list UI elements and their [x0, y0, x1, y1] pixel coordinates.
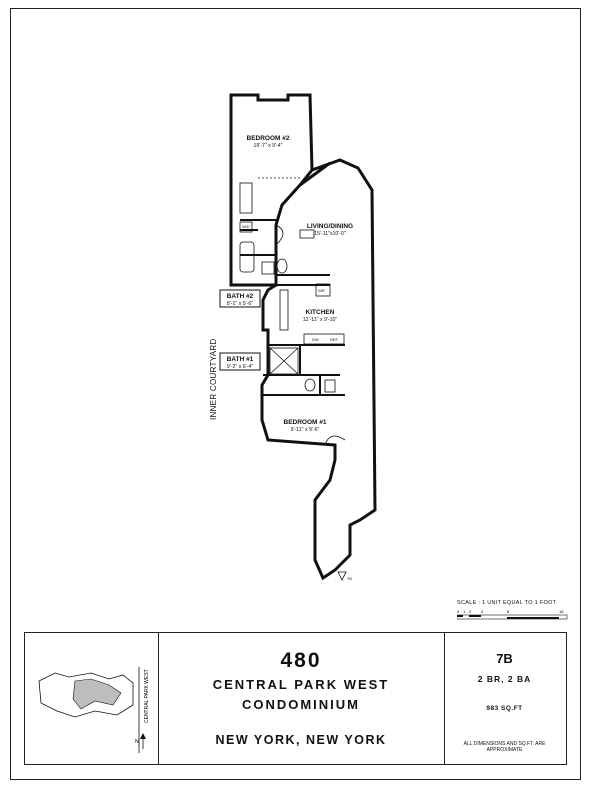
- main-unit-walls: [260, 158, 377, 581]
- bath-2-callout: [219, 289, 261, 308]
- floor-plan: BEDROOM #2 19'-7" x 9'-4" LIVING/DINING …: [209, 93, 377, 581]
- entry-tag: 7B: [347, 576, 352, 581]
- scale-tick: 4: [481, 609, 484, 614]
- fixtures: [239, 177, 346, 446]
- refrigerator-label: REF: [330, 337, 339, 342]
- scale-caption: SCALE : 1 UNIT EQUAL TO 1 FOOT: [457, 600, 557, 606]
- unit-bed-bath: 2 BR, 2 BA: [477, 674, 532, 684]
- room-label: BATH #1: [227, 356, 254, 363]
- scale-tick: 8: [507, 609, 510, 614]
- unit-info: 7B 2 BR, 2 BA 983 SQ.FT ALL DIMENSIONS A…: [444, 633, 565, 764]
- room-dimensions: 8'-1" x 5'-6": [227, 301, 253, 307]
- room-dimensions: 12'-11" x 9'-10": [303, 317, 338, 323]
- north-label: N: [135, 739, 139, 745]
- room-label: BEDROOM #2: [247, 135, 290, 142]
- north-arrow-icon: [140, 733, 146, 739]
- bedroom-2-walls: [229, 93, 314, 287]
- key-plan: CENTRAL PARK WEST N: [25, 633, 159, 764]
- dishwasher-label: DW: [312, 337, 319, 342]
- room-label: KITCHEN: [306, 309, 335, 316]
- building-type: CONDOMINIUM: [241, 697, 361, 712]
- title-block: CENTRAL PARK WEST N 480 CENTRAL PARK WES…: [24, 632, 567, 765]
- dimensions-note: ALL DIMENSIONS AND SQ.FT. ARE APPROXIMAT…: [463, 741, 546, 753]
- room-dimensions: 19'-7" x 9'-4": [253, 143, 282, 149]
- building-number: 480: [280, 649, 322, 672]
- building-info: 480 CENTRAL PARK WEST CONDOMINIUM NEW YO…: [158, 633, 445, 764]
- room-dimensions: 15'-11"x10'-0": [314, 231, 346, 237]
- keymap-street-label: CENTRAL PARK WEST: [144, 669, 150, 723]
- bath-1-callout: [219, 352, 261, 371]
- room-dimensions: 9'-11" x 9'-6": [291, 427, 320, 433]
- scale-tick: 16: [559, 609, 564, 614]
- key-plan-map: CENTRAL PARK WEST N: [38, 667, 150, 753]
- room-dimensions: 9'-2" x 6'-4": [227, 364, 253, 370]
- room-label: BEDROOM #1: [284, 419, 327, 426]
- interior-partitions: [240, 219, 345, 396]
- inner-courtyard-label: INNER COURTYARD: [209, 338, 218, 420]
- scale-tick: 1: [463, 609, 466, 614]
- scale-bar: 0 1 2 4 8 16: [457, 609, 568, 620]
- entry-arrow-icon: [337, 571, 347, 581]
- unit-number: 7B: [496, 651, 513, 666]
- building-street: CENTRAL PARK WEST: [212, 677, 390, 692]
- page-frame: [10, 8, 581, 780]
- scale-tick: 2: [469, 609, 472, 614]
- wr-label: WR: [318, 288, 325, 293]
- washer-dryer-label: W/D: [242, 224, 250, 229]
- building-city: NEW YORK, NEW YORK: [215, 733, 387, 747]
- room-label: BATH #2: [227, 293, 254, 300]
- room-label: LIVING/DINING: [307, 223, 353, 230]
- unit-area: 983 SQ.FT: [486, 705, 523, 712]
- scale-tick: 0: [457, 609, 460, 614]
